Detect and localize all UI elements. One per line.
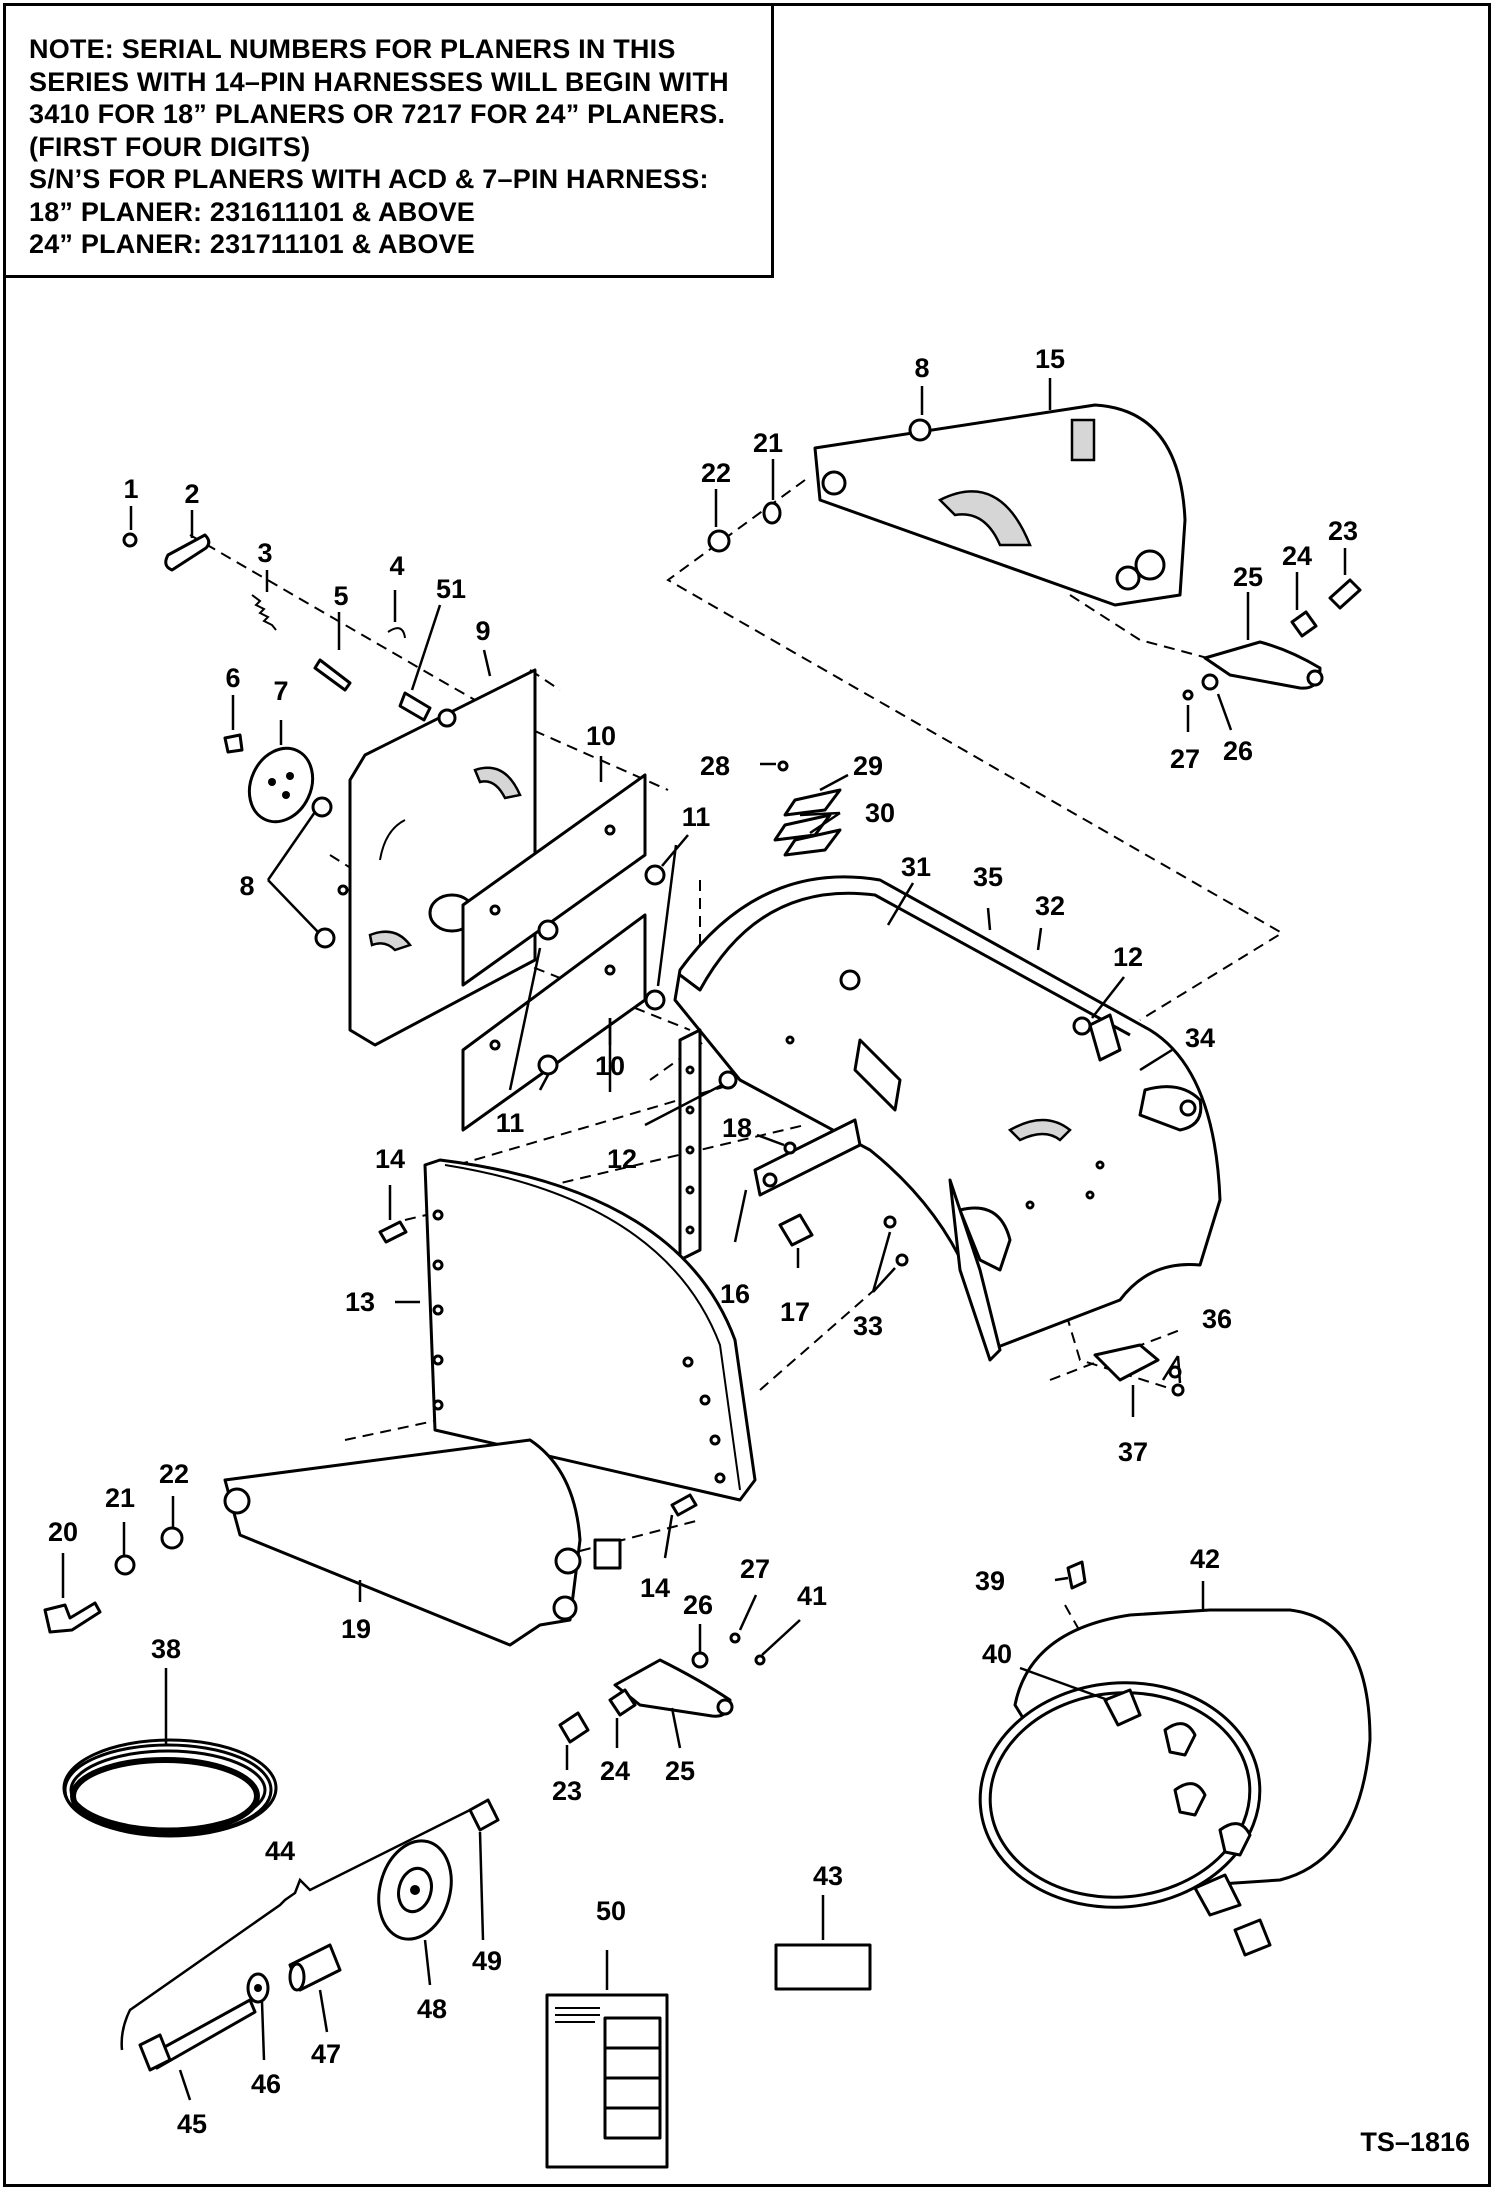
callout-label: 11 [682,802,711,832]
callout-label: 50 [596,1896,626,1926]
callout-label: 12 [1113,942,1143,972]
callout-label: 27 [1170,744,1200,774]
callout-label: 41 [797,1581,827,1611]
callout-label: 35 [973,862,1003,892]
callout-label: 26 [683,1590,713,1620]
callout-leader-lines [61,378,1347,2101]
callout-label: 20 [48,1517,78,1547]
callout-label: 16 [720,1279,750,1309]
main-housing-parts-31-32-35 [673,875,1222,1362]
spacer-plates-part-10 [461,773,666,1132]
callout-label: 49 [472,1946,502,1976]
decal-part-43 [774,1943,872,1991]
callout-label: 44 [265,1836,295,1866]
callout-label: 28 [700,751,730,781]
callout-label: 45 [177,2109,207,2139]
callout-label: 40 [982,1639,1012,1669]
note-line: (FIRST FOUR DIGITS) [29,131,311,162]
callout-label: 33 [853,1311,883,1341]
mounting-plate-part-16 [753,1118,862,1197]
callout-label: 39 [975,1566,1005,1596]
callout-label: 5 [333,581,348,611]
note-line: 18” PLANER: 231611101 & ABOVE [29,196,476,227]
callout-label: 22 [701,458,731,488]
callout-label: 14 [375,1144,405,1174]
manual-part-50 [545,1993,669,2169]
note-line: 24” PLANER: 231711101 & ABOVE [29,229,476,259]
callout-label: 12 [607,1144,637,1174]
callout-label: 10 [595,1051,625,1081]
callout-label: 15 [1035,344,1065,374]
callout-label: 25 [1233,562,1263,592]
hardware-fasteners [43,418,1362,1744]
callout-label: 22 [159,1459,189,1489]
callout-label: 24 [600,1756,630,1786]
callout-label: 24 [1282,541,1312,571]
callout-label: 51 [436,574,466,604]
callout-label: 10 [586,721,616,751]
callout-label: 17 [780,1297,810,1327]
callout-label: 46 [251,2069,281,2099]
callout-label: 23 [1328,516,1358,546]
pivot-bracket-part-25 [613,640,1324,1718]
serial-number-note: NOTE: SERIAL NUMBERS FOR PLANERS IN THIS… [3,3,774,278]
diagram-frame [3,3,1491,2187]
wire-harness-part-38 [62,1738,278,1838]
wheel-assembly-part-44 [120,1798,500,2072]
callout-label: 2 [184,479,199,509]
callout-label: 48 [417,1994,447,2024]
callout-label: 23 [552,1776,582,1806]
callout-label: 6 [225,663,240,693]
callout-label: 34 [1185,1023,1215,1053]
callout-label: 9 [475,616,490,646]
top-cover-part-15 [813,403,1187,607]
callout-label: 38 [151,1634,181,1664]
callout-label: 8 [239,871,254,901]
callout-label: 3 [257,538,272,568]
callout-label: 14 [640,1573,670,1603]
note-line: S/N’S FOR PLANERS WITH ACD & 7–PIN HARNE… [29,164,709,194]
callout-labels: 1 2 3 4 5 51 9 6 7 8 10 11 11 10 12 8 15… [48,344,1358,2139]
callout-label: 31 [901,852,931,882]
callout-label: 26 [1223,736,1253,766]
cutter-drum-part-42 [978,1560,1372,1957]
callout-label: 25 [665,1756,695,1786]
callout-label: 19 [341,1614,371,1644]
flange-washer-part-7 [247,746,315,824]
front-side-plate-part-13 [423,1158,757,1502]
callout-label: 36 [1202,1304,1232,1334]
callout-label: 21 [105,1483,135,1513]
note-line: NOTE: SERIAL NUMBERS FOR PLANERS IN THIS [29,34,676,64]
callout-label: 8 [914,353,929,383]
note-line: SERIES WITH 14–PIN HARNESSES WILL BEGIN … [29,66,729,97]
drawing-number: TS–1816 [1360,2127,1470,2157]
callout-label: 43 [813,1861,843,1891]
callout-label: 27 [740,1554,770,1584]
callout-label: 30 [865,798,895,828]
callout-label: 18 [722,1113,752,1143]
callout-label: 42 [1190,1544,1220,1574]
callout-label: 4 [389,551,404,581]
callout-label: 13 [345,1287,375,1317]
callout-label: 21 [753,428,783,458]
lower-side-plate-part-19 [223,1438,622,1647]
callout-label: 11 [496,1108,525,1138]
callout-label: 37 [1118,1437,1148,1467]
callout-label: 7 [273,676,288,706]
callout-label: 1 [123,474,138,504]
left-side-plate-part-9 [337,668,537,1047]
callout-label: 29 [853,751,883,781]
callout-label: 32 [1035,891,1065,921]
callout-label: 47 [311,2039,341,2069]
note-line: 3410 FOR 18” PLANERS OR 7217 FOR 24” PLA… [29,99,726,129]
